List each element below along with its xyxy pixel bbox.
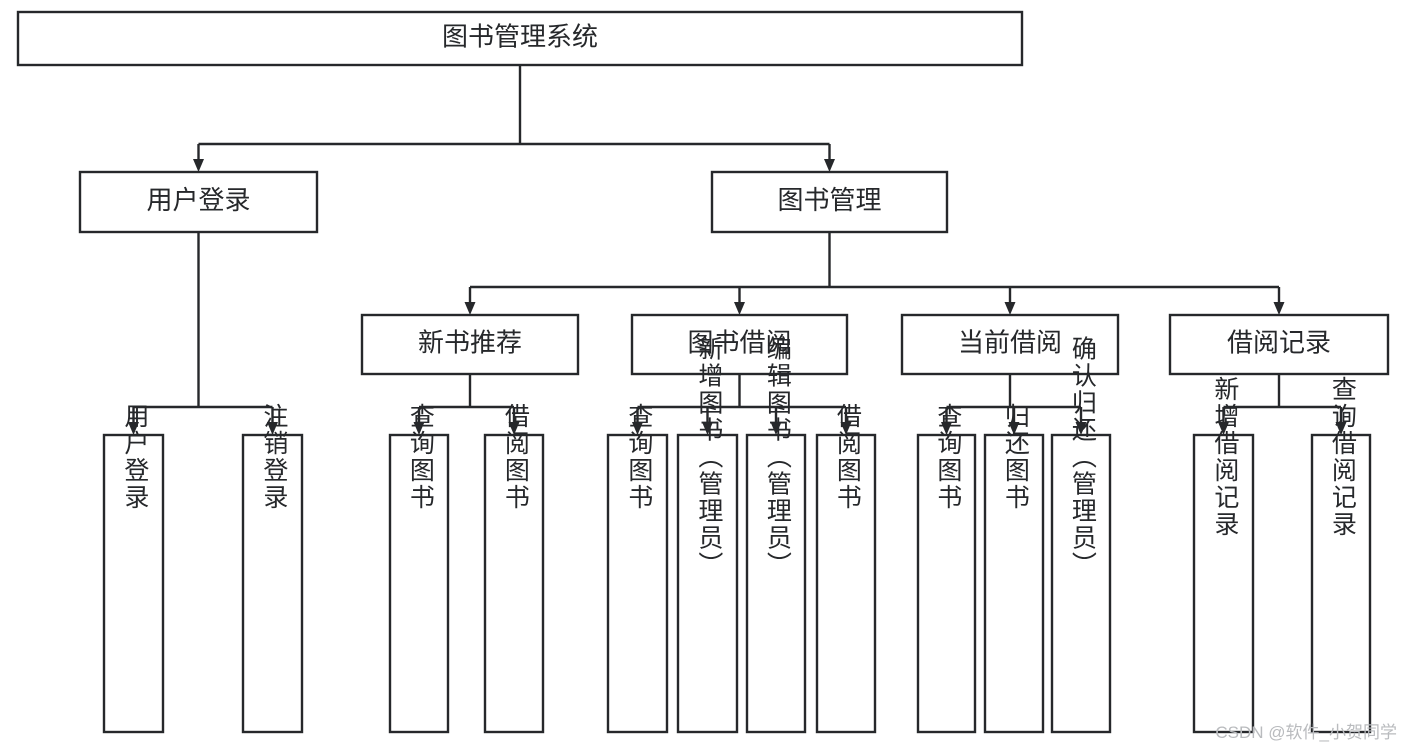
arrow-head-icon: [1008, 422, 1020, 435]
node-leaf-user-logout[interactable]: 注销登录: [241, 403, 304, 734]
node-box: [1168, 313, 1390, 376]
node-leaf-query-book-3[interactable]: 查询图书: [916, 403, 977, 734]
arrow-head-icon: [464, 302, 476, 315]
arrow-head-icon: [632, 422, 643, 435]
node-label: 查询图书: [934, 403, 963, 511]
node-label: 当前借阅: [958, 327, 1062, 357]
node-current[interactable]: 当前借阅: [900, 313, 1120, 376]
node-box: [16, 10, 1024, 67]
node-label: 编辑图书（管理员）: [763, 336, 792, 579]
node-login[interactable]: 用户登录: [78, 170, 319, 234]
node-label: 借阅图书: [501, 403, 530, 511]
node-records[interactable]: 借阅记录: [1168, 313, 1390, 376]
arrow-head-icon: [840, 422, 852, 435]
arrow-head-icon: [1273, 302, 1285, 315]
arrow-head-icon: [702, 422, 713, 435]
node-label: 借阅记录: [1227, 327, 1331, 357]
node-box: [815, 433, 877, 734]
arrow-head-icon: [1218, 422, 1229, 435]
node-label: 新增借阅记录: [1211, 376, 1240, 538]
node-box: [388, 433, 450, 734]
node-box: [102, 433, 165, 734]
arrow-head-icon: [128, 422, 139, 435]
node-leaf-edit-book[interactable]: 编辑图书（管理员）: [745, 336, 807, 734]
node-box: [745, 433, 807, 734]
node-box: [360, 313, 580, 376]
node-leaf-borrow-book-2[interactable]: 借阅图书: [815, 403, 877, 734]
node-leaf-query-book-2[interactable]: 查询图书: [606, 403, 669, 734]
node-label: 图书管理系统: [442, 21, 598, 51]
node-box: [983, 433, 1045, 734]
node-box: [606, 433, 669, 734]
arrow-head-icon: [267, 422, 278, 435]
node-label: 查询图书: [625, 403, 654, 511]
node-label: 查询图书: [406, 403, 435, 511]
node-label: 确认归还（管理员）: [1068, 336, 1097, 579]
node-bookmgmt[interactable]: 图书管理: [710, 170, 949, 234]
node-leaf-query-book-1[interactable]: 查询图书: [388, 403, 450, 734]
node-label: 图书借阅: [687, 327, 791, 357]
node-box: [1050, 433, 1112, 734]
node-root[interactable]: 图书管理系统: [16, 10, 1024, 67]
node-box: [1310, 433, 1372, 734]
node-leaf-add-book[interactable]: 新增图书（管理员）: [676, 336, 739, 734]
node-box: [241, 433, 304, 734]
node-leaf-query-record[interactable]: 查询借阅记录: [1310, 376, 1372, 734]
node-label: 新增图书（管理员）: [695, 336, 724, 579]
node-leaf-borrow-book-1[interactable]: 借阅图书: [483, 403, 545, 734]
arrow-head-icon: [1075, 422, 1087, 435]
node-label: 新书推荐: [418, 327, 522, 357]
edge-layer: [128, 65, 1347, 435]
node-leaf-return-book[interactable]: 归还图书: [983, 403, 1045, 734]
arrow-head-icon: [824, 159, 835, 172]
node-layer: 图书管理系统用户登录图书管理新书推荐图书借阅当前借阅借阅记录用户登录注销登录查询…: [16, 10, 1390, 734]
node-label: 用户登录: [121, 403, 150, 511]
node-box: [1192, 433, 1255, 734]
node-label: 用户登录: [146, 185, 250, 215]
node-box: [630, 313, 849, 376]
watermark-text: CSDN @软件_小贺同学: [1215, 723, 1397, 742]
arrow-head-icon: [941, 422, 952, 435]
node-leaf-user-login[interactable]: 用户登录: [102, 403, 165, 734]
node-box: [900, 313, 1120, 376]
arrow-head-icon: [413, 422, 425, 435]
node-box: [916, 433, 977, 734]
node-label: 查询借阅记录: [1328, 376, 1357, 538]
arrow-head-icon: [508, 422, 520, 435]
node-leaf-add-record[interactable]: 新增借阅记录: [1192, 376, 1255, 734]
arrow-head-icon: [193, 159, 204, 172]
node-label: 注销登录: [260, 403, 289, 511]
arrow-head-icon: [770, 422, 782, 435]
node-borrow[interactable]: 图书借阅: [630, 313, 849, 376]
node-label: 图书管理: [777, 185, 881, 215]
arrow-head-icon: [734, 302, 745, 315]
node-label: 归还图书: [1001, 403, 1030, 511]
arrow-head-icon: [1335, 422, 1347, 435]
node-leaf-confirm-return[interactable]: 确认归还（管理员）: [1050, 336, 1112, 734]
node-label: 借阅图书: [833, 403, 862, 511]
arrow-head-icon: [1004, 302, 1016, 315]
node-box: [78, 170, 319, 234]
node-box: [710, 170, 949, 234]
node-box: [483, 433, 545, 734]
node-newbook[interactable]: 新书推荐: [360, 313, 580, 376]
node-box: [676, 433, 739, 734]
